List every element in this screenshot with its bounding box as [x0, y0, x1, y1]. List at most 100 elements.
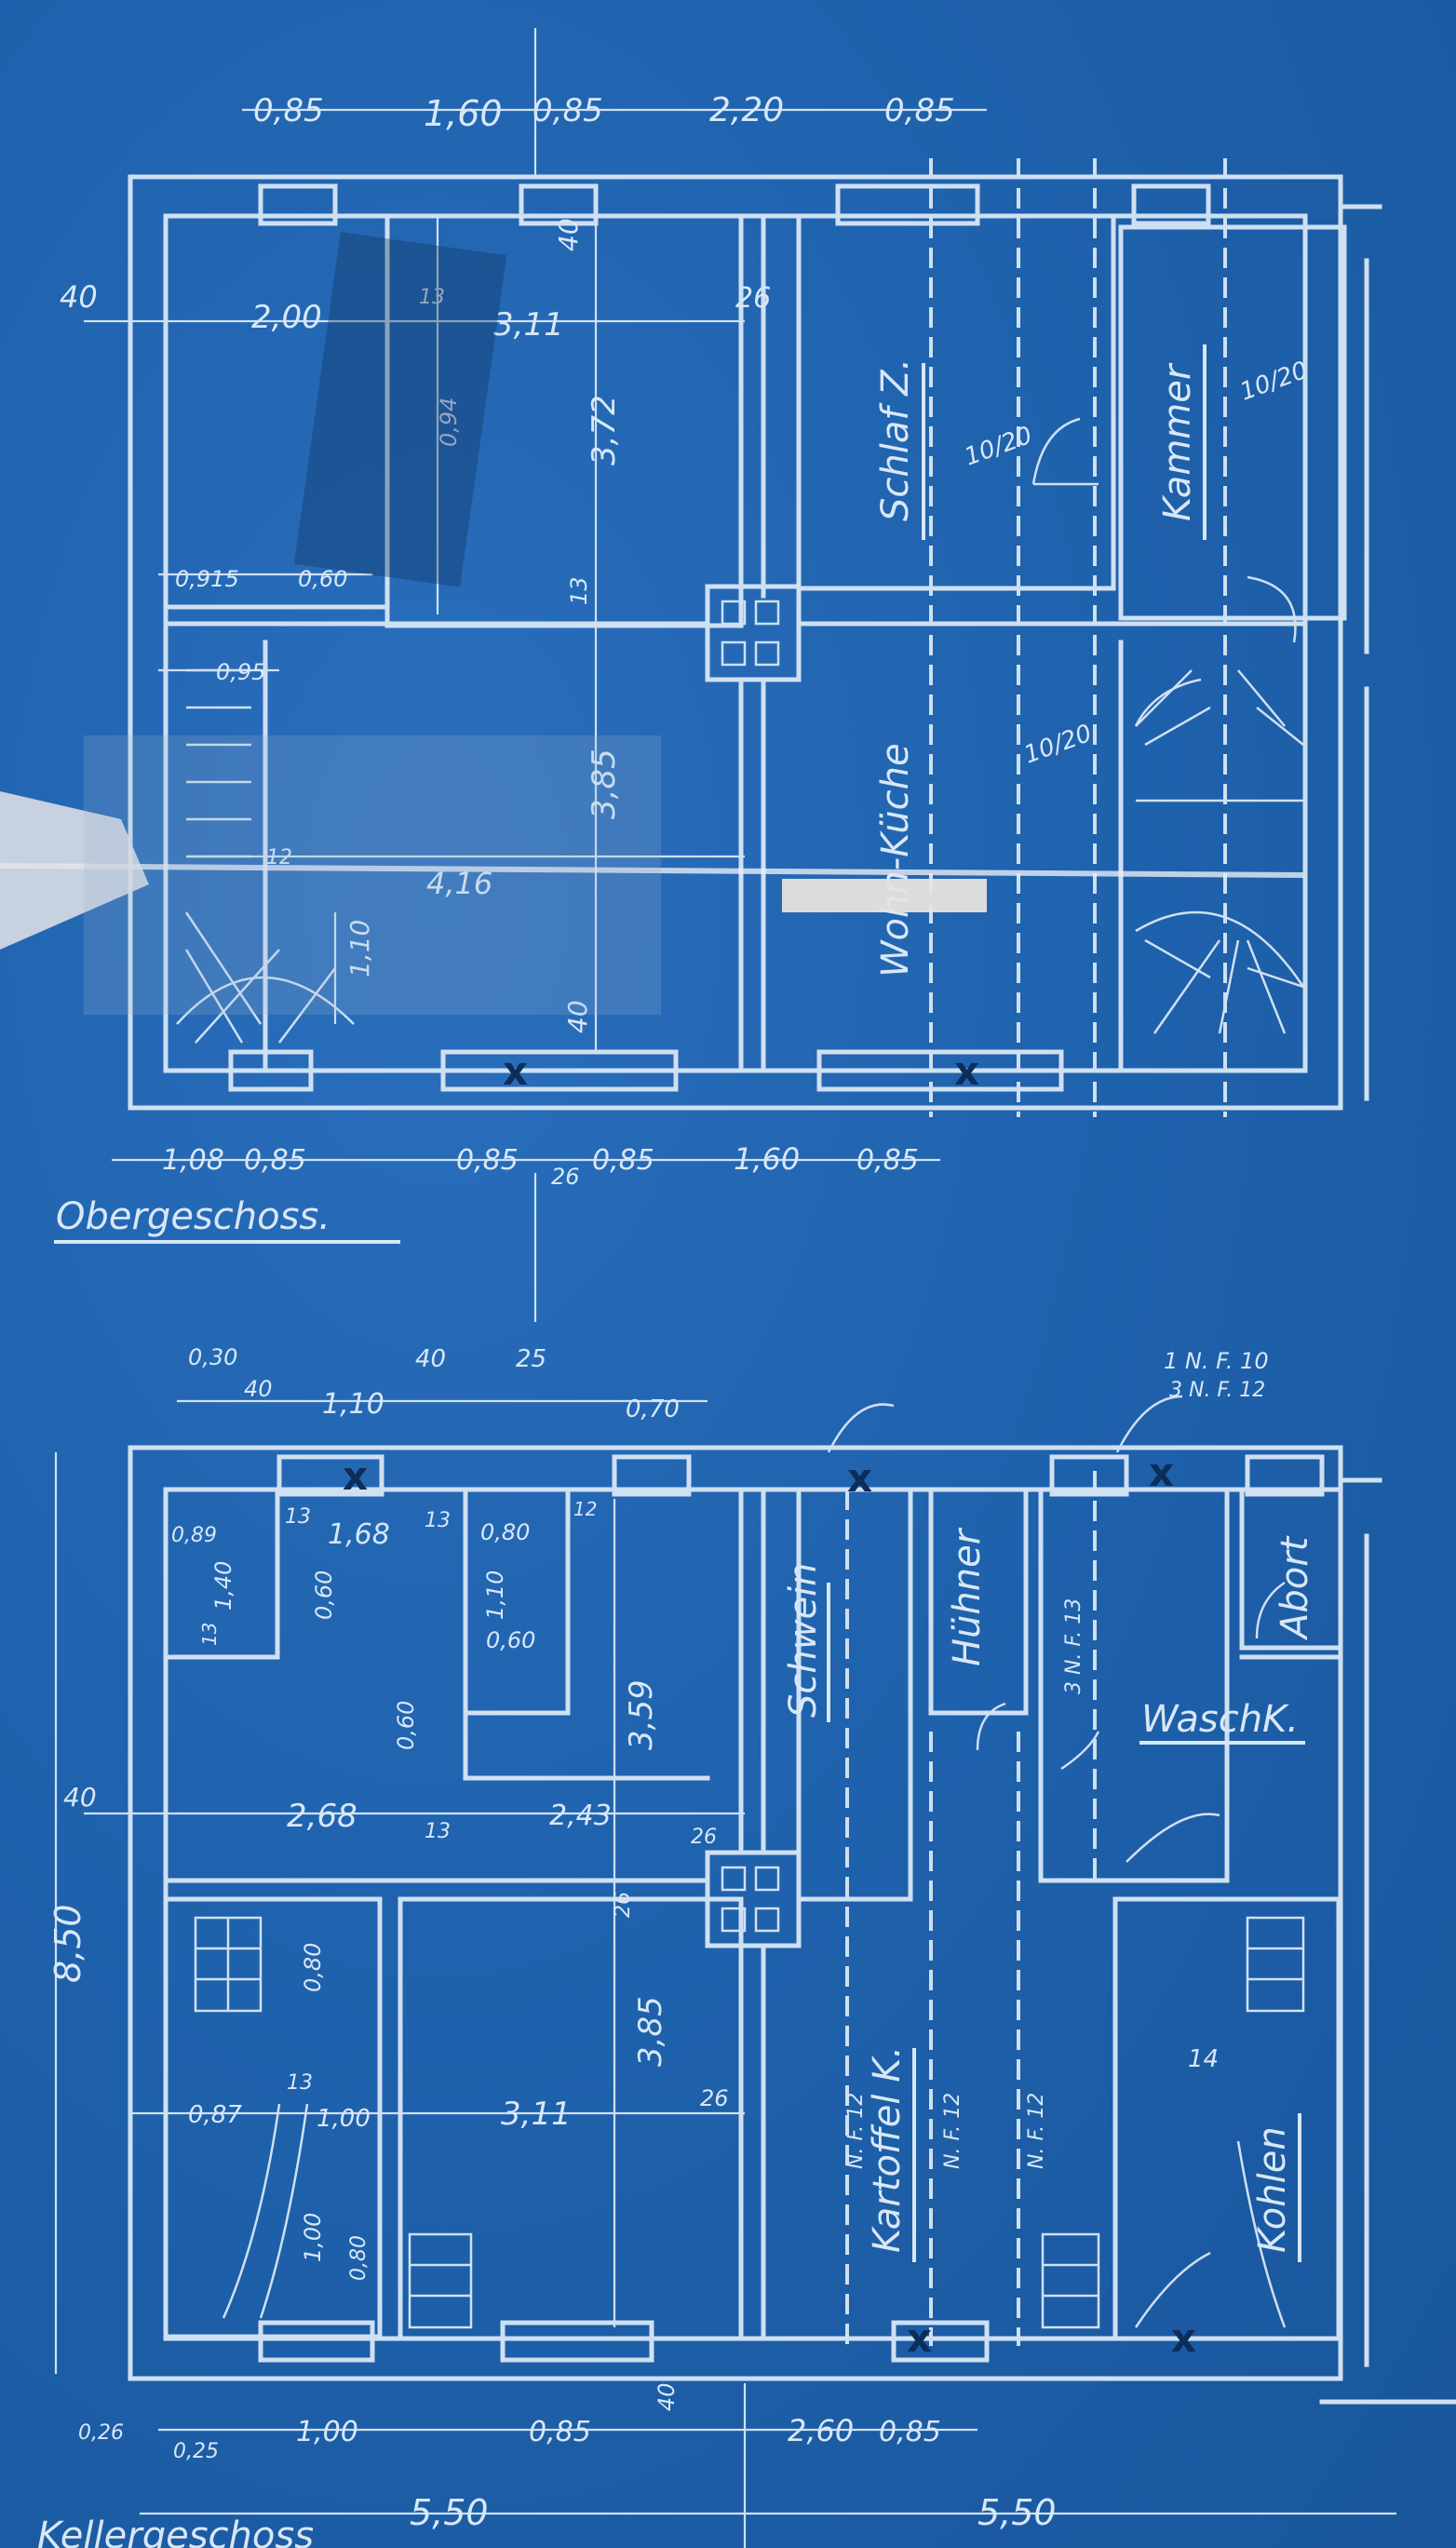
- basement-ramp-right: [1236, 2140, 1287, 2328]
- upper-flue-2: [754, 600, 780, 626]
- upper-dim-bot-c: 0,85: [456, 1144, 519, 1177]
- bsm-dim-w26: 26: [691, 1826, 717, 1849]
- basement-window-b1: [258, 2320, 375, 2363]
- bsm-mark-x3: x: [1149, 1449, 1174, 1495]
- paper-tear-patch: [782, 879, 987, 912]
- bsm-note-nf12b: N. F. 12: [941, 2093, 964, 2169]
- upper-flue-4: [754, 640, 780, 667]
- bsm-note-nf10: 1 N. F. 10: [1164, 1348, 1269, 1374]
- bsm-dim-w13d: 13: [287, 2071, 313, 2095]
- bsm-dim-b550b: 5,50: [977, 2492, 1057, 2533]
- bsm-dim-w080: 0,80: [480, 1519, 530, 1545]
- room-label-kammer: Kammer: [1156, 362, 1199, 521]
- bsm-dim-b025: 0,25: [173, 2440, 219, 2463]
- bsm-dim-t110: 1,10: [322, 1388, 384, 1421]
- basement-title: Kellergeschoss: [37, 2514, 314, 2548]
- bsm-dim-t40b: 40: [415, 1345, 446, 1373]
- bsm-mark-x4: x: [907, 2315, 932, 2361]
- bsm-dim-h060: 0,60: [311, 1571, 337, 1620]
- bsm-dim-t030: 0,30: [188, 1344, 237, 1370]
- upper-right-stair: [1135, 669, 1305, 1034]
- upper-dim-bot-b: 0,85: [244, 1144, 306, 1177]
- room-label-kartoffel: Kartoffel K.: [866, 2046, 909, 2253]
- upper-flue-3: [721, 640, 747, 667]
- basement-door-swing-3: [976, 1702, 1006, 1751]
- bsm-dim-left850: 8,50: [47, 1904, 88, 1983]
- basement-schwein-room: [796, 1487, 913, 1902]
- upper-dim-b40: 40: [562, 1000, 593, 1033]
- bsm-dim-w087: 0,87: [188, 2101, 242, 2129]
- room-label-waschk: WaschK.: [1141, 1698, 1299, 1741]
- upper-note-1: 10/20: [961, 422, 1036, 472]
- upper-window-b1: [228, 1049, 314, 1092]
- upper-dim-060: 0,60: [298, 566, 347, 592]
- bsm-dim-w089: 0,89: [171, 1524, 217, 1547]
- paper-damage: [0, 232, 1304, 1015]
- upper-dim-bot-a: 1,08: [162, 1144, 224, 1177]
- bsm-dim-b100: 1,00: [296, 2416, 358, 2448]
- upper-window-t3: [835, 183, 980, 226]
- bsm-dim-b40: 40: [654, 2382, 680, 2411]
- basement-abort-room: [1239, 1487, 1343, 1651]
- bsm-note-nf12c: N. F. 12: [1025, 2093, 1048, 2169]
- bsm-dim-w100: 1,00: [317, 2105, 371, 2133]
- basement-kohlen-room: [1112, 1896, 1341, 2341]
- basement-ramp-left-b: [259, 2103, 309, 2319]
- upper-dim-26: 26: [735, 282, 771, 315]
- room-label-abort: Abort: [1274, 1535, 1316, 1641]
- room-label-schlaf: Schlaf Z.: [874, 358, 917, 521]
- room-label-wohnkueche: Wohn-Küche: [874, 743, 917, 977]
- bsm-dim-b085b: 0,85: [879, 2416, 941, 2448]
- basement-door-swing-5: [1134, 2251, 1211, 2328]
- torn-corner: [0, 791, 149, 950]
- basement-window-b2: [500, 2320, 654, 2363]
- basement-shelf-4: [1246, 1916, 1305, 2013]
- basement-window-t1: [276, 1454, 384, 1497]
- upper-door-swing-3: [1134, 678, 1202, 727]
- upper-dim-bot-f: 0,85: [856, 1144, 919, 1177]
- upper-dim-bot-d: 0,85: [592, 1144, 654, 1177]
- basement-door-swing-1: [1126, 1813, 1220, 1863]
- upper-mark-x1: x: [503, 1048, 528, 1094]
- upper-dim-13: 13: [419, 286, 445, 309]
- upper-dim-311: 3,11: [493, 306, 564, 344]
- bsm-dim-t40: 40: [244, 1376, 273, 1402]
- upper-floor-labels: 0,85 1,60 0,85 2,20 0,85 40 2,00 13 3,11…: [54, 91, 1312, 1244]
- upper-window-t2: [519, 183, 599, 226]
- bsm-dim-w13c: 13: [425, 1820, 451, 1843]
- stain-mark: [293, 232, 507, 587]
- basement-cellar-room: [398, 1896, 744, 2341]
- upper-kammer-room: [1118, 224, 1347, 621]
- bsm-dim-h13: 13: [198, 1623, 221, 1646]
- basement-window-b3: [891, 2320, 990, 2363]
- basement-door-swing-4: [1060, 1731, 1100, 1771]
- upper-dim-top-d: 2,20: [709, 91, 784, 129]
- upper-dim-0915: 0,915: [175, 566, 239, 592]
- bsm-dim-b085: 0,85: [529, 2416, 591, 2448]
- bsm-dim-b026: 0,26: [78, 2421, 124, 2445]
- upper-dim-top-b: 1,60: [424, 93, 503, 134]
- basement-huehner-room: [928, 1487, 1029, 1716]
- bsm-dim-h080: 0,80: [300, 1943, 326, 1992]
- bsm-dim-t070: 0,70: [626, 1395, 680, 1423]
- basement-flue-4: [754, 1907, 780, 1933]
- room-label-kohlen: Kohlen: [1251, 2126, 1294, 2253]
- bsm-dim-w26b: 26: [700, 2085, 729, 2111]
- basement-ramp-left: [222, 2103, 281, 2319]
- bsm-dim-h100: 1,00: [300, 2213, 326, 2262]
- upper-mark-x2: x: [954, 1048, 979, 1094]
- upper-dim-d40: 40: [553, 218, 584, 251]
- upper-window-t4: [1131, 183, 1211, 226]
- basement-window-t3: [1245, 1454, 1325, 1497]
- basement-door-swing-6: [1115, 1395, 1183, 1453]
- basement-flue-1: [721, 1866, 747, 1892]
- basement-small-room-1: [163, 1487, 280, 1660]
- upper-dim-385: 3,85: [586, 748, 623, 819]
- bsm-dim-w13: 13: [285, 1505, 311, 1529]
- bsm-dim-h060c: 0,60: [393, 1701, 419, 1750]
- bsm-dim-w13b: 13: [425, 1509, 451, 1532]
- upper-outer-wall: [128, 174, 1343, 1111]
- upper-dim-top-c: 0,85: [533, 92, 603, 129]
- bsm-dim-h140: 1,40: [210, 1561, 236, 1611]
